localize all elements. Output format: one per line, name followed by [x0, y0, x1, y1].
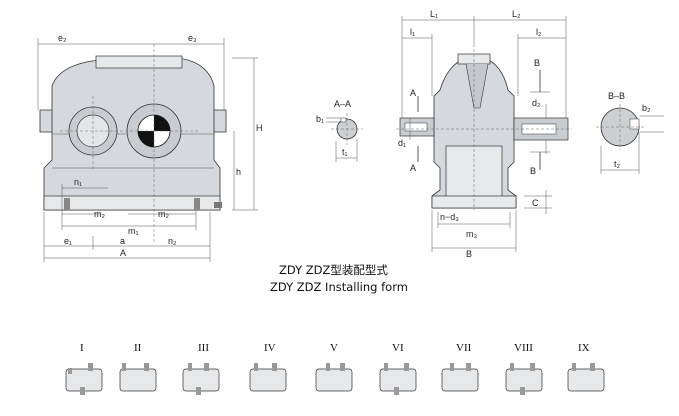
dim-e1: e₁: [64, 236, 72, 246]
shaft-quadrant-marker: [154, 115, 170, 131]
section-mark-B-bottom: B: [530, 166, 536, 176]
form-7: VII: [441, 342, 479, 392]
dim-b2: b₂: [642, 103, 651, 113]
title-en: ZDY ZDZ Installing form: [270, 280, 408, 294]
dim-n1: n₁: [74, 177, 82, 187]
form-label-8: VIII: [514, 342, 533, 354]
form-1: I: [65, 342, 103, 395]
form-label-6: VI: [392, 342, 404, 354]
front-base: [43, 195, 221, 211]
form-label-5: V: [330, 342, 338, 354]
dim-m3: m₃: [466, 229, 477, 239]
dim-C: C: [532, 198, 539, 208]
front-top-cover: [95, 55, 183, 69]
dim-L1: L₁: [430, 9, 438, 19]
dim-L2: L₂: [512, 9, 521, 19]
dim-a: a: [120, 236, 125, 246]
form-2: II: [119, 342, 157, 392]
side-view: L₁ L₂ l₁ l₂ A A B B d₁ d₂ C n−d₃ m₃ B: [396, 9, 572, 259]
dim-B: B: [466, 249, 472, 259]
dim-b1: b₁: [316, 114, 324, 124]
dim-m2-left: m₂: [94, 209, 105, 219]
form-6: VI: [379, 342, 417, 395]
dim-H: H: [256, 123, 263, 133]
form-3: III: [182, 342, 220, 395]
section-B-B: B–B b₂ t₂: [596, 91, 664, 174]
form-9: IX: [567, 342, 605, 392]
dim-e3: e₃: [188, 33, 197, 43]
front-view: e₂ e₃ H h n₁ m₂ m₂ m₁ e₁ a n₂ A: [37, 33, 263, 262]
dim-l2: l₂: [536, 27, 542, 37]
dim-A: A: [120, 248, 126, 258]
section-mark-B-top: B: [534, 58, 540, 68]
form-label-7: VII: [456, 342, 472, 354]
section-BB-title: B–B: [608, 91, 625, 101]
section-mark-A-top: A: [410, 88, 416, 98]
form-8: VIII: [505, 342, 543, 395]
form-5: V: [315, 342, 353, 392]
form-label-3: III: [198, 342, 209, 354]
dim-e2: e₂: [58, 33, 67, 43]
dim-m2-right: m₂: [158, 209, 169, 219]
dim-n-d3: n−d₃: [440, 212, 459, 222]
form-label-2: II: [134, 342, 142, 354]
dim-l1: l₁: [410, 27, 415, 37]
dim-t2: t₂: [614, 159, 621, 169]
section-AA-title: A–A: [334, 99, 351, 109]
dim-n2: n₂: [168, 236, 177, 246]
dim-d1: d₁: [398, 138, 406, 148]
form-label-9: IX: [578, 342, 590, 354]
dim-h: h: [236, 167, 241, 177]
title-cn: ZDY ZDZ型装配型式: [279, 263, 388, 277]
section-mark-A-bottom: A: [410, 163, 416, 173]
dim-d2: d₂: [532, 98, 541, 108]
installing-forms: I II III IV V VI: [65, 342, 605, 395]
form-4: IV: [249, 342, 287, 392]
form-label-1: I: [80, 342, 84, 354]
dim-t1: t₁: [342, 147, 348, 157]
dim-m1: m₁: [128, 226, 139, 236]
form-label-4: IV: [264, 342, 276, 354]
section-A-A: A–A b₁ t₁: [316, 99, 363, 162]
